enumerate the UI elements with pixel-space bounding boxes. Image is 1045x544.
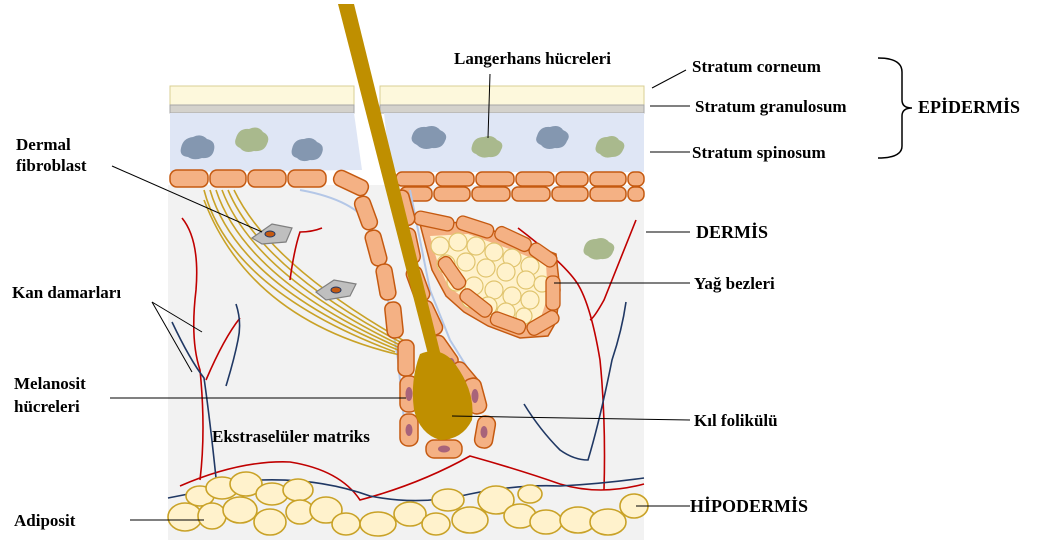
label-stratum-granulosum: Stratum granulosum — [695, 97, 847, 116]
stratum-corneum-layer — [170, 86, 354, 105]
stratum-granulosum-layer — [380, 105, 644, 113]
label-epidermis: EPİDERMİS — [918, 97, 1020, 117]
label-adiposit: Adiposit — [14, 511, 76, 530]
label-dermis: DERMİS — [696, 222, 768, 242]
label-stratum-spinosum: Stratum spinosum — [692, 143, 826, 162]
stratum-granulosum-layer — [170, 105, 354, 113]
epidermis-bracket — [878, 58, 912, 158]
label-melanosit-2: hücreleri — [14, 397, 80, 416]
label-yag-bezleri: Yağ bezleri — [694, 274, 775, 293]
label-ekstraseluler: Ekstraselüler matriks — [212, 427, 370, 446]
label-langerhans: Langerhans hücreleri — [454, 49, 611, 68]
label-kil-folikulu: Kıl folikülü — [694, 411, 778, 430]
stratum-corneum-layer — [380, 86, 644, 105]
label-kan-damarlari: Kan damarları — [12, 283, 121, 302]
label-hipodermis: HİPODERMİS — [690, 496, 808, 516]
label-stratum-corneum: Stratum corneum — [692, 57, 821, 76]
epidermis-layers — [170, 86, 644, 172]
label-melanosit-1: Melanosit — [14, 374, 86, 393]
label-dermal-fibroblast-1: Dermal — [16, 135, 71, 154]
label-dermal-fibroblast-2: fibroblast — [16, 156, 87, 175]
